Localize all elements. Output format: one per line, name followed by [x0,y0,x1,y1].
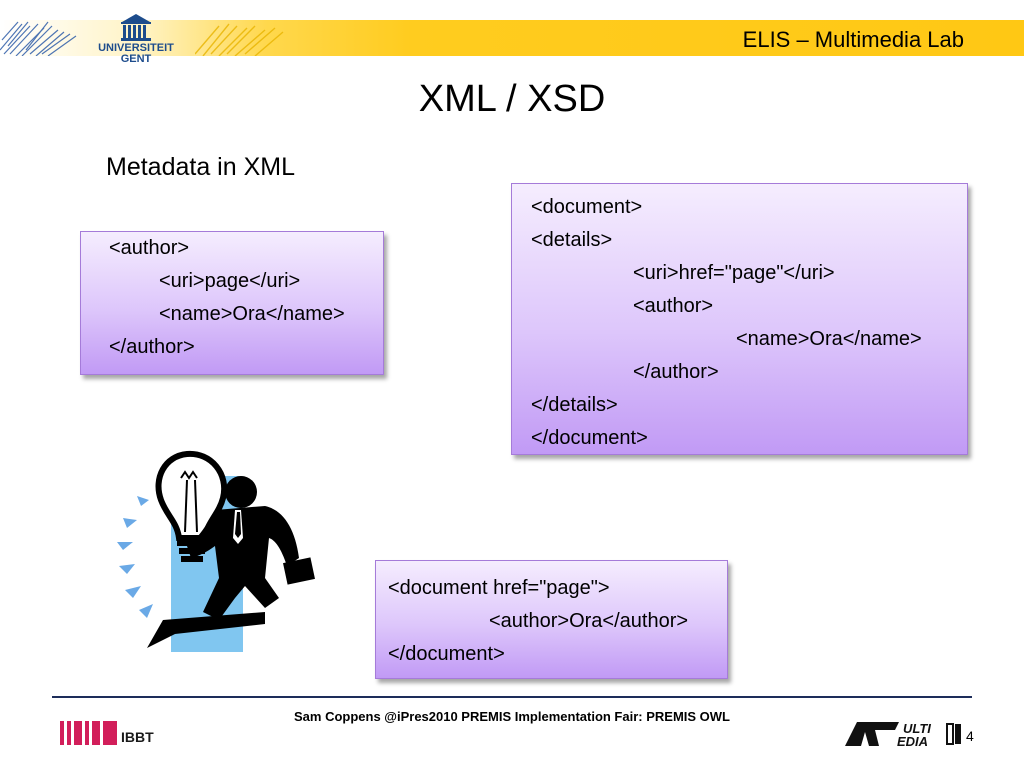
code-line: </document> [388,643,505,665]
code-line: <name>Ora</name> [736,328,922,350]
code-line: </author> [633,361,719,383]
svg-text:ULTI: ULTI [903,721,931,736]
xml-document-details-box: <document> <details> <uri>href="page"</u… [511,183,968,455]
lab-name: ELIS – Multimedia Lab [742,27,964,52]
xml-document-href-box: <document href="page"> <author>Ora</auth… [375,560,728,679]
svg-text:EDIA: EDIA [897,734,928,748]
slide-title: XML / XSD [418,78,606,120]
footer-rule [52,696,972,698]
code-line: <author> [633,295,714,317]
header-band [0,20,1024,56]
footer-text: Sam Coppens @iPres2010 PREMIS Implementa… [294,709,730,724]
university-line1: UNIVERSITEIT [98,42,174,54]
code-line: <author> [109,237,190,259]
ibbt-label: IBBT [121,729,154,745]
lightbulb-idea-person-icon [117,450,315,652]
code-line: <uri>page</uri> [159,270,301,292]
university-name: UNIVERSITEIT GENT [92,43,180,65]
multimedia-lab-logo-icon: ULTI EDIA [845,721,961,748]
page-number: 4 [966,728,974,744]
code-line: <author>Ora</author> [489,610,689,632]
xml-author-box: <author> <uri>page</uri> <name>Ora</name… [80,231,384,375]
code-line: <details> [531,229,613,251]
university-line2: GENT [120,53,152,65]
ugent-building-icon [121,14,151,41]
code-line: </author> [109,336,195,358]
code-line: <document href="page"> [388,577,610,599]
code-line: <name>Ora</name> [159,303,345,325]
code-line: </details> [531,394,618,416]
header-yellow-streak-decoration [195,23,284,56]
header-streak-decoration [0,21,77,56]
slide-subtitle: Metadata in XML [106,153,295,181]
ibbt-logo-icon [60,721,117,745]
code-line: <document> [531,196,643,218]
code-line: <uri>href="page"</uri> [633,262,835,284]
code-line: </document> [531,427,648,449]
